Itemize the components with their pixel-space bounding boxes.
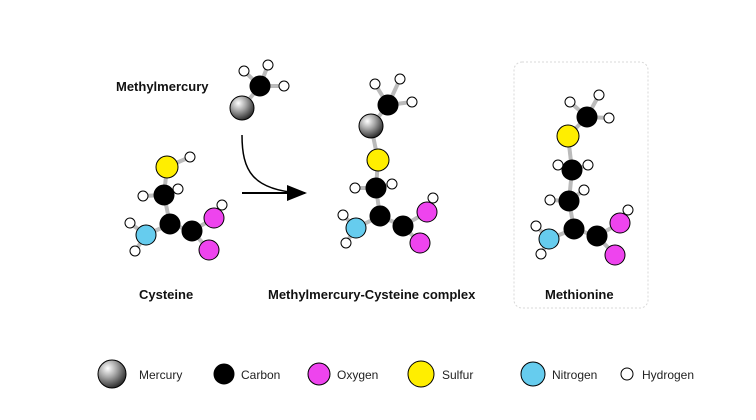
complex-atom-carbon [392, 215, 414, 237]
cysteine-label: Cysteine [139, 287, 194, 302]
legend-swatch-oxygen [307, 362, 331, 386]
cysteine-atom-hydrogen [124, 217, 136, 229]
methionine-atom-hydrogen [544, 194, 556, 206]
cysteine-atom-oxygen [198, 239, 220, 261]
methionine-label: Methionine [545, 287, 614, 302]
legend-swatch-nitrogen [520, 361, 546, 387]
methionine-atom-hydrogen [603, 112, 615, 124]
legend-swatch-sulfur [407, 360, 435, 388]
complex-atom-carbon [377, 94, 399, 116]
complex-atom-hydrogen [349, 182, 361, 194]
legend-label-hydrogen: Hydrogen [642, 368, 695, 382]
methylmercury-label: Methylmercury [116, 79, 209, 94]
cysteine-atom-carbon [181, 220, 203, 242]
complex-atom-hydrogen [386, 178, 398, 190]
cysteine-atom-nitrogen [135, 224, 157, 246]
methylmercury-atom-hydrogen [262, 59, 274, 71]
complex-atom-nitrogen [345, 217, 367, 239]
methylmercury-atom-hydrogen [278, 80, 290, 92]
legend-swatch-carbon [213, 363, 235, 385]
methionine-atom-hydrogen [530, 220, 542, 232]
methionine-atom-carbon [561, 159, 583, 181]
complex-atom-sulfur [366, 148, 390, 172]
reaction-arrow [241, 134, 301, 194]
methionine-atom-hydrogen [552, 159, 564, 171]
methionine-atom-sulfur [556, 124, 580, 148]
cysteine-atom-hydrogen [172, 183, 184, 195]
cysteine-atom-hydrogen [184, 151, 196, 163]
cysteine-atom-hydrogen [137, 190, 149, 202]
complex-atom-hydrogen [427, 192, 439, 204]
atoms-layer [124, 59, 634, 266]
complex-atom-hydrogen [337, 209, 349, 221]
cysteine-atom-sulfur [155, 155, 179, 179]
legend-label-sulfur: Sulfur [442, 368, 474, 382]
complex-label: Methylmercury-Cysteine complex [268, 287, 476, 302]
methionine-atom-nitrogen [538, 228, 560, 250]
methionine-atom-carbon [563, 218, 585, 240]
complex-atom-hydrogen [340, 237, 352, 249]
methionine-atom-hydrogen [535, 248, 547, 260]
complex-atom-oxygen [416, 201, 438, 223]
legend-label-carbon: Carbon [241, 368, 281, 382]
complex-atom-hydrogen [406, 96, 418, 108]
methylmercury-atom-mercury [229, 95, 255, 121]
complex-atom-carbon [365, 177, 387, 199]
methionine-atom-carbon [576, 106, 598, 128]
methionine-atom-oxygen [604, 244, 626, 266]
methylmercury-atom-carbon [249, 75, 271, 97]
legend-swatch-hydrogen [620, 367, 634, 381]
methionine-atom-carbon [558, 190, 580, 212]
complex-atom-hydrogen [369, 78, 381, 90]
cysteine-atom-hydrogen [129, 245, 141, 257]
cysteine-atom-carbon [153, 184, 175, 206]
methionine-atom-hydrogen [593, 89, 605, 101]
methionine-atom-hydrogen [578, 184, 590, 196]
legend-swatch-mercury [97, 359, 127, 389]
methylmercury-atom-hydrogen [238, 65, 250, 77]
methionine-atom-hydrogen [564, 96, 576, 108]
methionine-atom-oxygen [609, 212, 631, 234]
complex-atom-hydrogen [394, 73, 406, 85]
legend-label-mercury: Mercury [139, 368, 183, 382]
methionine-highlight-box [513, 61, 649, 309]
complex-atom-oxygen [409, 232, 431, 254]
legend-label-oxygen: Oxygen [337, 368, 379, 382]
cysteine-atom-oxygen [203, 207, 225, 229]
complex-atom-mercury [358, 113, 384, 139]
cysteine-atom-hydrogen [216, 199, 228, 211]
legend-label-nitrogen: Nitrogen [552, 368, 598, 382]
methionine-atom-carbon [586, 225, 608, 247]
cysteine-atom-carbon [159, 213, 181, 235]
legend [97, 359, 634, 389]
complex-atom-carbon [369, 205, 391, 227]
methionine-atom-hydrogen [582, 159, 594, 171]
methionine-atom-hydrogen [622, 204, 634, 216]
